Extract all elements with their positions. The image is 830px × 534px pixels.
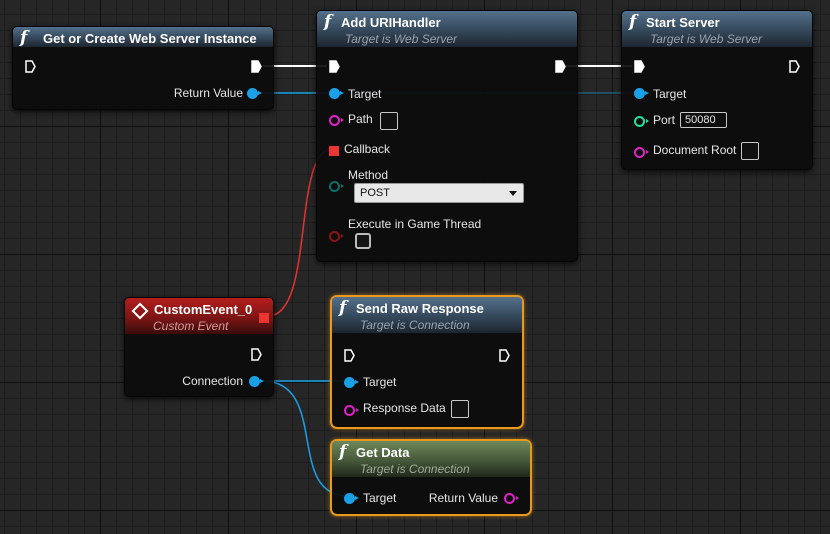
method-dropdown-value: POST	[360, 187, 390, 199]
node-title: Get or Create Web Server Instance	[43, 31, 257, 46]
callback-label: Callback	[344, 142, 391, 156]
node-send-raw-response[interactable]: f Send Raw Response Target is Connection…	[330, 295, 524, 429]
method-dropdown[interactable]: POST	[354, 183, 524, 203]
target-pin[interactable]	[344, 493, 359, 504]
node-start-server[interactable]: f Start Server Target is Web Server Targ…	[621, 10, 813, 170]
node-title: CustomEvent_0	[154, 302, 253, 317]
document-root-pin[interactable]	[634, 147, 649, 158]
return-value-label: Return Value	[428, 491, 498, 505]
node-subtitle: Target is Connection	[360, 462, 470, 476]
node-title: Send Raw Response	[356, 301, 484, 316]
target-pin[interactable]	[634, 88, 649, 99]
chevron-down-icon	[509, 191, 517, 196]
response-data-label: Response Data	[363, 401, 446, 415]
execute-in-game-thread-pin[interactable]	[329, 231, 344, 242]
path-pin[interactable]	[329, 115, 344, 126]
node-title: Add URIHandler	[341, 15, 441, 30]
node-header: f Start Server Target is Web Server	[622, 11, 812, 47]
callback-pin[interactable]	[329, 146, 339, 156]
document-root-label: Document Root	[653, 143, 737, 157]
return-value-label: Return Value	[173, 86, 243, 100]
exec-out-pin-icon[interactable]	[555, 60, 566, 73]
exec-in-pin-icon[interactable]	[634, 60, 645, 73]
function-f-icon: f	[20, 28, 28, 48]
function-f-icon: f	[339, 298, 347, 318]
port-pin[interactable]	[634, 116, 649, 127]
event-delegate-pin[interactable]	[259, 313, 269, 323]
node-get-data[interactable]: f Get Data Target is Connection Target R…	[330, 439, 532, 516]
node-custom-event[interactable]: CustomEvent_0 Custom Event Connection	[124, 297, 274, 397]
port-label: Port	[653, 113, 676, 127]
node-subtitle: Target is Web Server	[650, 32, 763, 46]
exec-in-pin-icon[interactable]	[329, 60, 340, 73]
execute-in-game-thread-label: Execute in Game Thread	[348, 217, 482, 231]
node-get-or-create-web-server[interactable]: f Get or Create Web Server Instance Retu…	[12, 26, 274, 110]
node-title: Start Server	[646, 15, 720, 30]
node-header: CustomEvent_0 Custom Event	[125, 298, 273, 334]
node-header: f Get or Create Web Server Instance	[13, 27, 273, 48]
function-f-icon: f	[629, 12, 637, 32]
method-label: Method	[348, 168, 389, 182]
exec-out-pin-icon[interactable]	[251, 60, 262, 73]
return-value-pin[interactable]	[247, 88, 262, 99]
exec-in-pin-icon[interactable]	[25, 60, 36, 73]
response-data-input[interactable]	[451, 400, 469, 418]
exec-in-pin-icon[interactable]	[344, 349, 355, 362]
path-input[interactable]	[380, 112, 398, 130]
return-value-pin[interactable]	[504, 493, 519, 504]
node-header: f Get Data Target is Connection	[332, 441, 530, 477]
target-label: Target	[363, 375, 397, 389]
node-header: f Add URIHandler Target is Web Server	[317, 11, 577, 47]
target-label: Target	[348, 87, 382, 101]
exec-out-pin-icon[interactable]	[251, 348, 262, 361]
connection-label: Connection	[182, 374, 243, 388]
method-pin[interactable]	[329, 181, 344, 192]
event-diamond-icon	[131, 302, 149, 320]
target-label: Target	[363, 491, 397, 505]
node-title: Get Data	[356, 445, 410, 460]
response-data-pin[interactable]	[344, 405, 359, 416]
connection-pin[interactable]	[249, 376, 264, 387]
function-f-icon: f	[324, 12, 332, 32]
path-label: Path	[348, 112, 373, 126]
exec-out-pin-icon[interactable]	[789, 60, 800, 73]
target-pin[interactable]	[344, 377, 359, 388]
exec-out-pin-icon[interactable]	[499, 349, 510, 362]
target-label: Target	[653, 87, 687, 101]
function-f-icon: f	[339, 442, 347, 462]
document-root-input[interactable]	[741, 142, 759, 160]
target-pin[interactable]	[329, 88, 344, 99]
node-add-uri-handler[interactable]: f Add URIHandler Target is Web Server Ta…	[316, 10, 578, 262]
execute-in-game-thread-checkbox[interactable]	[355, 233, 371, 249]
node-subtitle: Target is Web Server	[345, 32, 458, 46]
node-header: f Send Raw Response Target is Connection	[332, 297, 522, 333]
port-input[interactable]: 50080	[680, 112, 727, 128]
node-subtitle: Target is Connection	[360, 318, 470, 332]
node-subtitle: Custom Event	[153, 319, 229, 333]
